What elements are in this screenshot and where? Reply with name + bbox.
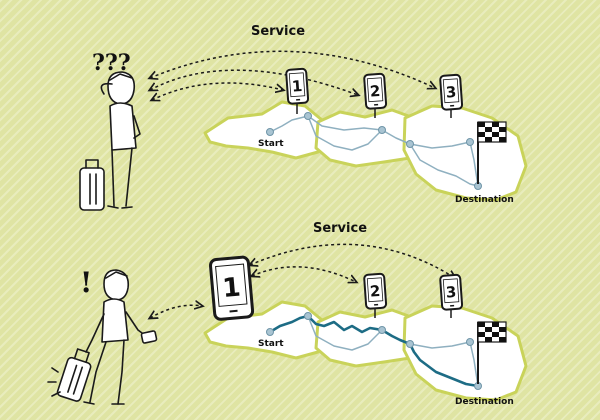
smartphone-icon: 1 (285, 67, 310, 105)
person-icon (100, 71, 141, 209)
route-option (409, 143, 479, 187)
route-node (266, 328, 274, 336)
smartphone-icon: 2 (363, 272, 388, 310)
route-option (307, 315, 383, 351)
route-option (469, 141, 479, 187)
destination-label: Destination (455, 397, 514, 407)
service-label: Service (313, 221, 367, 236)
route-option (307, 115, 383, 131)
service-arrow-inner (152, 82, 283, 100)
motion-lines (47, 367, 61, 397)
service-arrow-inner (252, 266, 356, 282)
service-label: Service (251, 24, 305, 39)
route-option (381, 129, 471, 149)
phone-number: 2 (369, 282, 381, 301)
checkered-flag-icon (477, 321, 507, 384)
phone-number: 1 (221, 272, 242, 303)
suitcase-icon (56, 348, 92, 402)
map-region-east (402, 304, 528, 402)
person-icon (83, 269, 158, 405)
service-arrow-user (150, 305, 202, 318)
route-map (203, 100, 528, 202)
phone-number: 2 (369, 82, 381, 101)
phone-number: 3 (445, 83, 457, 102)
smartphone-icon: 2 (363, 72, 388, 110)
route-node (266, 128, 274, 136)
checkered-flag-icon (477, 121, 507, 184)
panel-before: Service Start Destination (79, 24, 528, 211)
route-node (406, 340, 414, 348)
route-node (466, 338, 474, 346)
service-arrow-outer (250, 243, 455, 278)
route-node (304, 312, 312, 320)
route-node (378, 126, 386, 134)
exclamation-mark: ! (80, 266, 92, 299)
map-region-east (402, 104, 528, 202)
route-node (406, 140, 414, 148)
route-node (378, 326, 386, 334)
suitcase-icon (79, 159, 105, 211)
start-label: Start (258, 139, 284, 149)
phone-number: 1 (291, 77, 303, 96)
smartphone-icon: 3 (439, 73, 464, 111)
route-option (269, 115, 309, 133)
start-label: Start (258, 339, 284, 349)
smartphone-icon: 1 (209, 255, 255, 321)
route-option (307, 115, 383, 151)
route-node (304, 112, 312, 120)
phone-number: 3 (445, 283, 457, 302)
service-arrow-middle (150, 69, 358, 95)
panel-after: Service Start Destination (47, 221, 528, 407)
service-arrow-outer (150, 50, 435, 88)
route-option (469, 341, 479, 387)
destination-label: Destination (455, 195, 514, 205)
smartphone-icon: 3 (439, 273, 464, 311)
route-node (466, 138, 474, 146)
